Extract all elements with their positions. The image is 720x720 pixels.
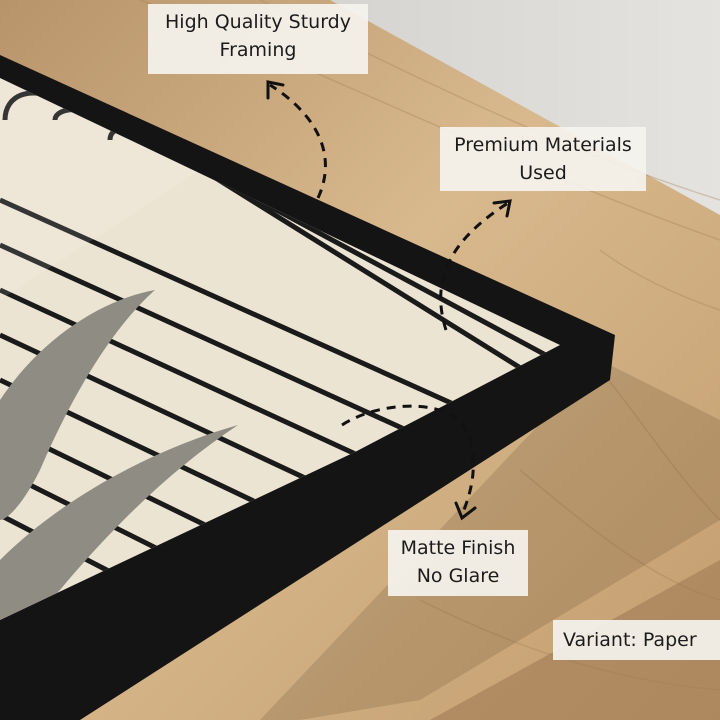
- callout-materials-line2: Used: [519, 162, 567, 184]
- callout-framing-line2: Framing: [219, 39, 297, 61]
- leaf-shape-upper: [0, 290, 155, 520]
- light-shade: [0, 78, 200, 300]
- leaf-shape-lower: [0, 425, 238, 620]
- dashed-arrows: [269, 83, 509, 516]
- callout-materials: Premium Materials Used: [440, 127, 646, 191]
- callout-framing: High Quality Sturdy Framing: [148, 4, 368, 74]
- callout-materials-line1: Premium Materials: [454, 134, 632, 156]
- arrow-heads: [266, 80, 512, 521]
- callout-finish-line2: No Glare: [416, 565, 500, 587]
- callout-framing-line1: High Quality Sturdy: [165, 11, 351, 33]
- callout-finish-line1: Matte Finish: [400, 537, 516, 559]
- variant-label: Variant: Paper: [553, 620, 720, 660]
- callout-finish: Matte Finish No Glare: [388, 530, 528, 596]
